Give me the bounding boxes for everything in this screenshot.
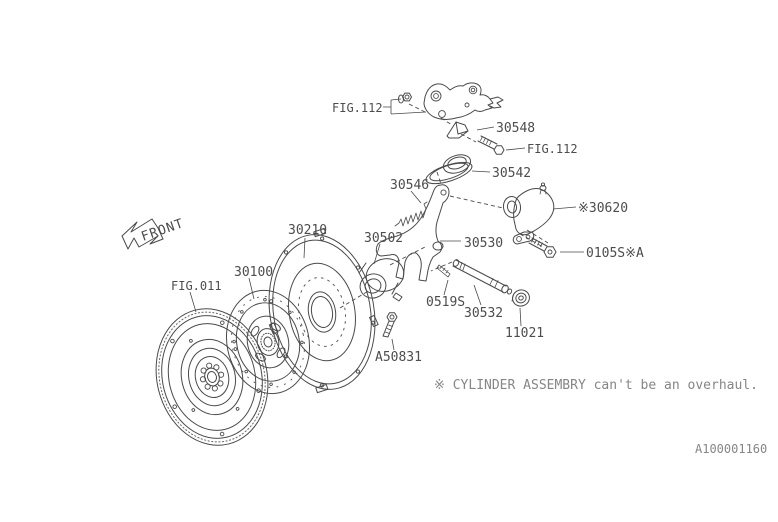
label-a50831: A50831 bbox=[375, 350, 422, 365]
label-30546: 30546 bbox=[390, 178, 429, 193]
flywheel-bolt-drawing bbox=[382, 312, 398, 338]
operating-cylinder-drawing bbox=[502, 182, 555, 245]
label-fig112-bracket: FIG.112 bbox=[332, 101, 383, 115]
cylinder-bolt-drawing bbox=[528, 237, 557, 258]
clutch-disc-drawing bbox=[225, 289, 311, 395]
label-30100: 30100 bbox=[234, 265, 273, 280]
straight-pin-drawing bbox=[436, 264, 451, 278]
plug-drawing bbox=[511, 289, 530, 307]
front-label: FRONT bbox=[139, 216, 186, 245]
release-rod-drawing bbox=[452, 259, 513, 295]
label-11021: 11021 bbox=[505, 326, 544, 341]
label-30502: 30502 bbox=[364, 231, 403, 246]
label-fig011: FIG.011 bbox=[171, 279, 222, 293]
dust-boot-drawing bbox=[425, 154, 473, 185]
label-30532: 30532 bbox=[464, 306, 503, 321]
label-0519s: 0519S bbox=[426, 295, 465, 310]
bracket-nut-drawing bbox=[398, 92, 412, 104]
label-0105s: 0105S※A bbox=[586, 246, 644, 261]
bracket-drawing bbox=[423, 82, 504, 120]
wedge-drawing bbox=[446, 121, 469, 139]
assembly-dashed-lines bbox=[339, 103, 549, 309]
label-30620: ※30620 bbox=[578, 201, 628, 216]
flywheel-drawing bbox=[155, 308, 269, 446]
label-fig112-bolt: FIG.112 bbox=[527, 142, 578, 156]
pressure-plate-drawing bbox=[268, 228, 379, 394]
leader-lines bbox=[189, 98, 584, 351]
label-30542: 30542 bbox=[492, 166, 531, 181]
label-30530: 30530 bbox=[464, 236, 503, 251]
return-spring-drawing bbox=[394, 201, 428, 227]
release-bearing-drawing bbox=[358, 258, 405, 302]
bracket-bolt-drawing bbox=[477, 135, 505, 155]
label-30210: 30210 bbox=[288, 223, 327, 238]
footnote-text: ※ CYLINDER ASSEMBRY can't be an overhaul… bbox=[434, 378, 758, 393]
front-arrow-icon bbox=[121, 218, 164, 250]
drawing-number: A100001160 bbox=[695, 442, 767, 456]
label-30548: 30548 bbox=[496, 121, 535, 136]
